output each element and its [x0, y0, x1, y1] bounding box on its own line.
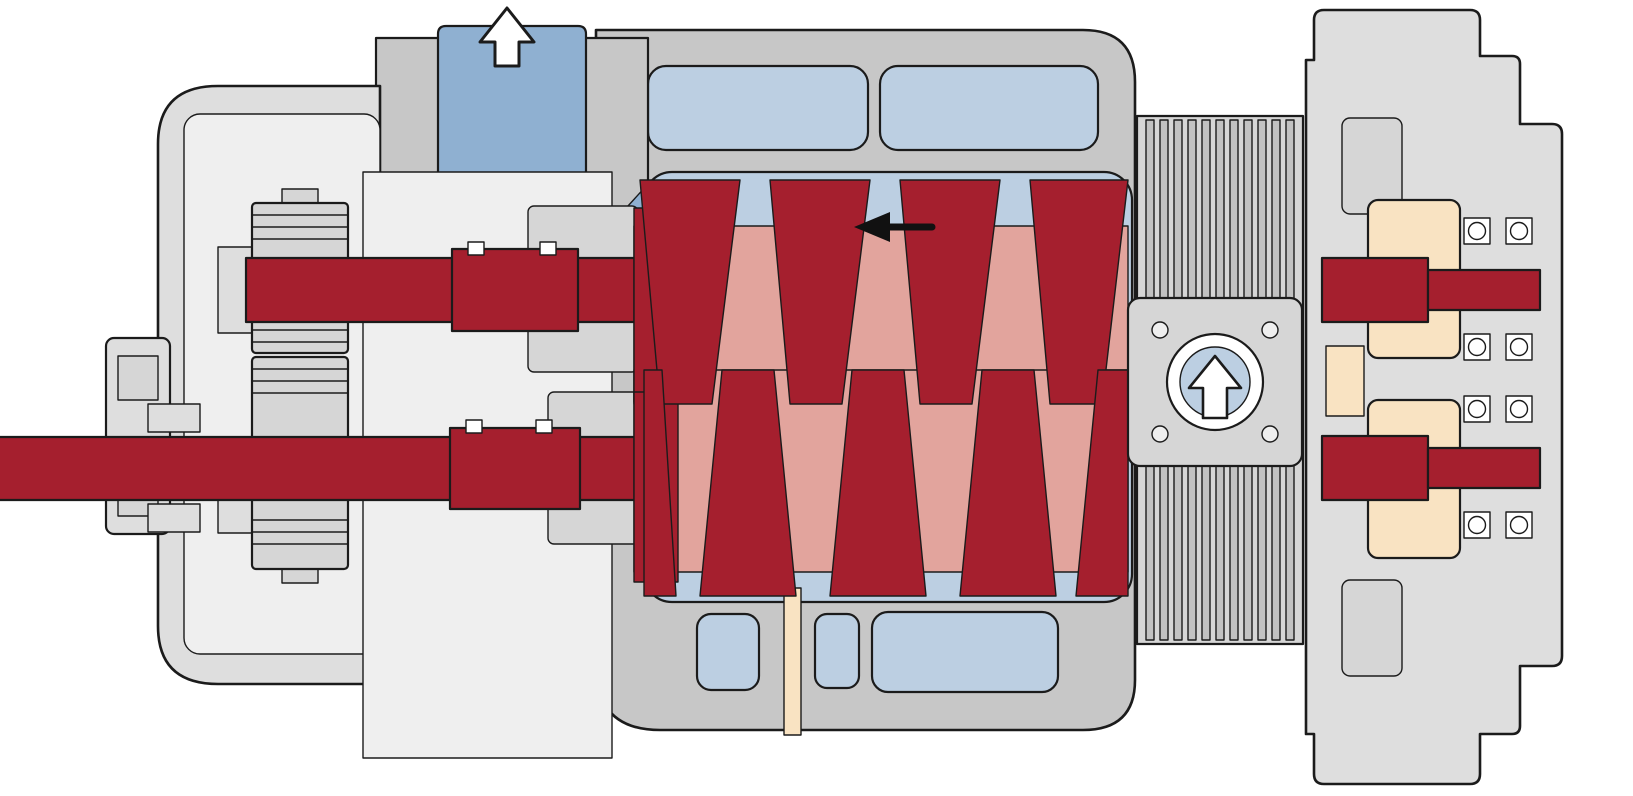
bearing-housing: [1304, 8, 1564, 786]
screw-flight-lower: [699, 369, 797, 597]
shafts: [0, 241, 650, 511]
rotor-shaft-upper: [244, 256, 650, 324]
screw-flight-lower: [1075, 369, 1129, 597]
bearing-ball: [1467, 337, 1487, 357]
flow-arrow-icon: [854, 212, 890, 242]
screw-flight-lower: [829, 369, 927, 597]
discharge-arrow-icon: [478, 6, 536, 68]
drain-channel: [783, 587, 802, 736]
screw-flight-upper: [639, 179, 741, 405]
shaft-stub-upper-end: [1426, 268, 1542, 312]
bearing-ball: [1467, 515, 1487, 535]
left-bearing-cover-detail-top: [117, 355, 159, 401]
rotor-shaft-collar: [450, 247, 580, 333]
jacket-window-bottom-left: [695, 612, 761, 692]
drive-shaft-collar: [448, 426, 582, 511]
screw-flight-upper: [899, 179, 1001, 405]
screw-rotors: [633, 179, 1129, 597]
bearing-ball: [1509, 399, 1529, 419]
jacket-window-bottom-mid: [813, 612, 861, 690]
bearing-ball: [1509, 337, 1529, 357]
shaft-stub-lower: [1320, 434, 1430, 502]
flow-arrows: [478, 6, 936, 242]
screw-flight-lower: [959, 369, 1057, 597]
screw-flight-upper: [769, 179, 871, 405]
gear-bolt-bottom: [281, 568, 319, 584]
gear-teeth-lines-upper: [251, 214, 349, 343]
seal-ring-lower-2: [535, 419, 553, 434]
seal-ring-upper-2: [539, 241, 557, 256]
bearing-ball: [1509, 221, 1529, 241]
flange-bolt-hole: [1261, 321, 1279, 339]
shaft-nut-lower: [147, 503, 201, 533]
shaft-stub-upper: [1320, 256, 1430, 324]
shaft-nut-upper: [147, 403, 201, 433]
suction-arrow-icon: [1187, 354, 1243, 420]
gear-bolt-top: [281, 188, 319, 204]
jacket-window-top-left: [646, 64, 870, 152]
jacket-window-top-right: [878, 64, 1100, 152]
bearing-ball: [1467, 221, 1487, 241]
shaft-stub-lower-end: [1426, 446, 1542, 490]
screw-flight-lower: [643, 369, 677, 597]
housing-web-bottom: [1341, 579, 1403, 677]
seal-ring-lower-1: [465, 419, 483, 434]
flange-bolt-hole: [1151, 321, 1169, 339]
bearing-carrier-mid: [1325, 345, 1365, 417]
seal-ring-upper-1: [467, 241, 485, 256]
bearing-ball: [1467, 399, 1487, 419]
bearing-ball: [1509, 515, 1529, 535]
suction-flange: [1126, 296, 1304, 468]
gear-teeth-lines-lower: [251, 368, 349, 545]
flange-bolt-hole: [1151, 425, 1169, 443]
jacket-window-bottom-right: [870, 610, 1060, 694]
flange-bolt-hole: [1261, 425, 1279, 443]
